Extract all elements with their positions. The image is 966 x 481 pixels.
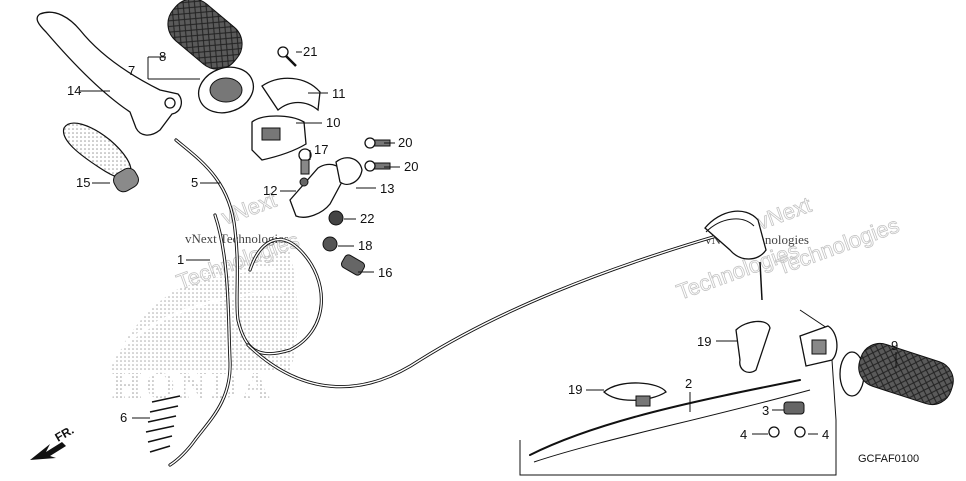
right-grip xyxy=(839,342,954,406)
clamp-cover xyxy=(261,77,321,112)
callout-labels: 8 7 14 21 11 10 20 20 17 12 13 15 5 22 1… xyxy=(67,44,898,442)
watermark-text: vNext xyxy=(753,192,814,235)
lever-cover xyxy=(62,122,139,193)
callout-4-right: 4 xyxy=(822,427,829,442)
callout-20-lower: 20 xyxy=(404,159,418,174)
callout-1: 1 xyxy=(177,252,184,267)
screw-17 xyxy=(298,148,312,175)
cable-band-19-lower xyxy=(603,382,667,407)
clutch-lever xyxy=(36,11,183,136)
nut-22 xyxy=(328,210,344,226)
callout-19-lower: 19 xyxy=(568,382,582,397)
callout-17: 17 xyxy=(314,142,328,157)
screw-4-left xyxy=(768,426,780,438)
honda-logo-text: HONDA xyxy=(112,365,273,407)
honda-wing-logo: HONDA xyxy=(110,250,298,407)
direction-label: FR. xyxy=(53,423,77,445)
switch-3 xyxy=(783,401,805,415)
leader-lines xyxy=(80,51,897,435)
bolt-20-lower xyxy=(364,160,391,172)
callout-8: 8 xyxy=(159,49,166,64)
callout-4-left: 4 xyxy=(740,427,747,442)
screw-4-right xyxy=(794,426,806,438)
callout-7: 7 xyxy=(128,63,135,78)
front-direction-arrow: FR. xyxy=(30,423,76,460)
left-grip xyxy=(167,0,255,114)
callout-12: 12 xyxy=(263,183,277,198)
callout-19-upper: 19 xyxy=(697,334,711,349)
callout-15: 15 xyxy=(76,175,90,190)
callout-20-upper: 20 xyxy=(398,135,412,150)
throttle-cable xyxy=(168,210,767,467)
lever-bracket xyxy=(251,115,307,161)
switch-harness xyxy=(519,309,838,476)
spring xyxy=(145,395,181,453)
callout-22: 22 xyxy=(360,211,374,226)
callout-6: 6 xyxy=(120,410,127,425)
callout-3: 3 xyxy=(762,403,769,418)
callout-10: 10 xyxy=(326,115,340,130)
diagram-code: GCFAF0100 xyxy=(858,453,919,465)
callout-9: 9 xyxy=(891,338,898,353)
callout-5: 5 xyxy=(191,175,198,190)
callout-14: 14 xyxy=(67,83,81,98)
screw-21 xyxy=(277,46,297,67)
adjuster-16 xyxy=(340,254,366,276)
callout-18: 18 xyxy=(358,238,372,253)
lever-holder xyxy=(289,157,363,218)
cable-band-19-upper xyxy=(735,320,771,374)
nut-18 xyxy=(322,236,338,252)
callout-16: 16 xyxy=(378,265,392,280)
callout-21: 21 xyxy=(303,44,317,59)
callout-13: 13 xyxy=(380,181,394,196)
callout-11: 11 xyxy=(332,86,346,101)
callout-2: 2 xyxy=(685,376,692,391)
